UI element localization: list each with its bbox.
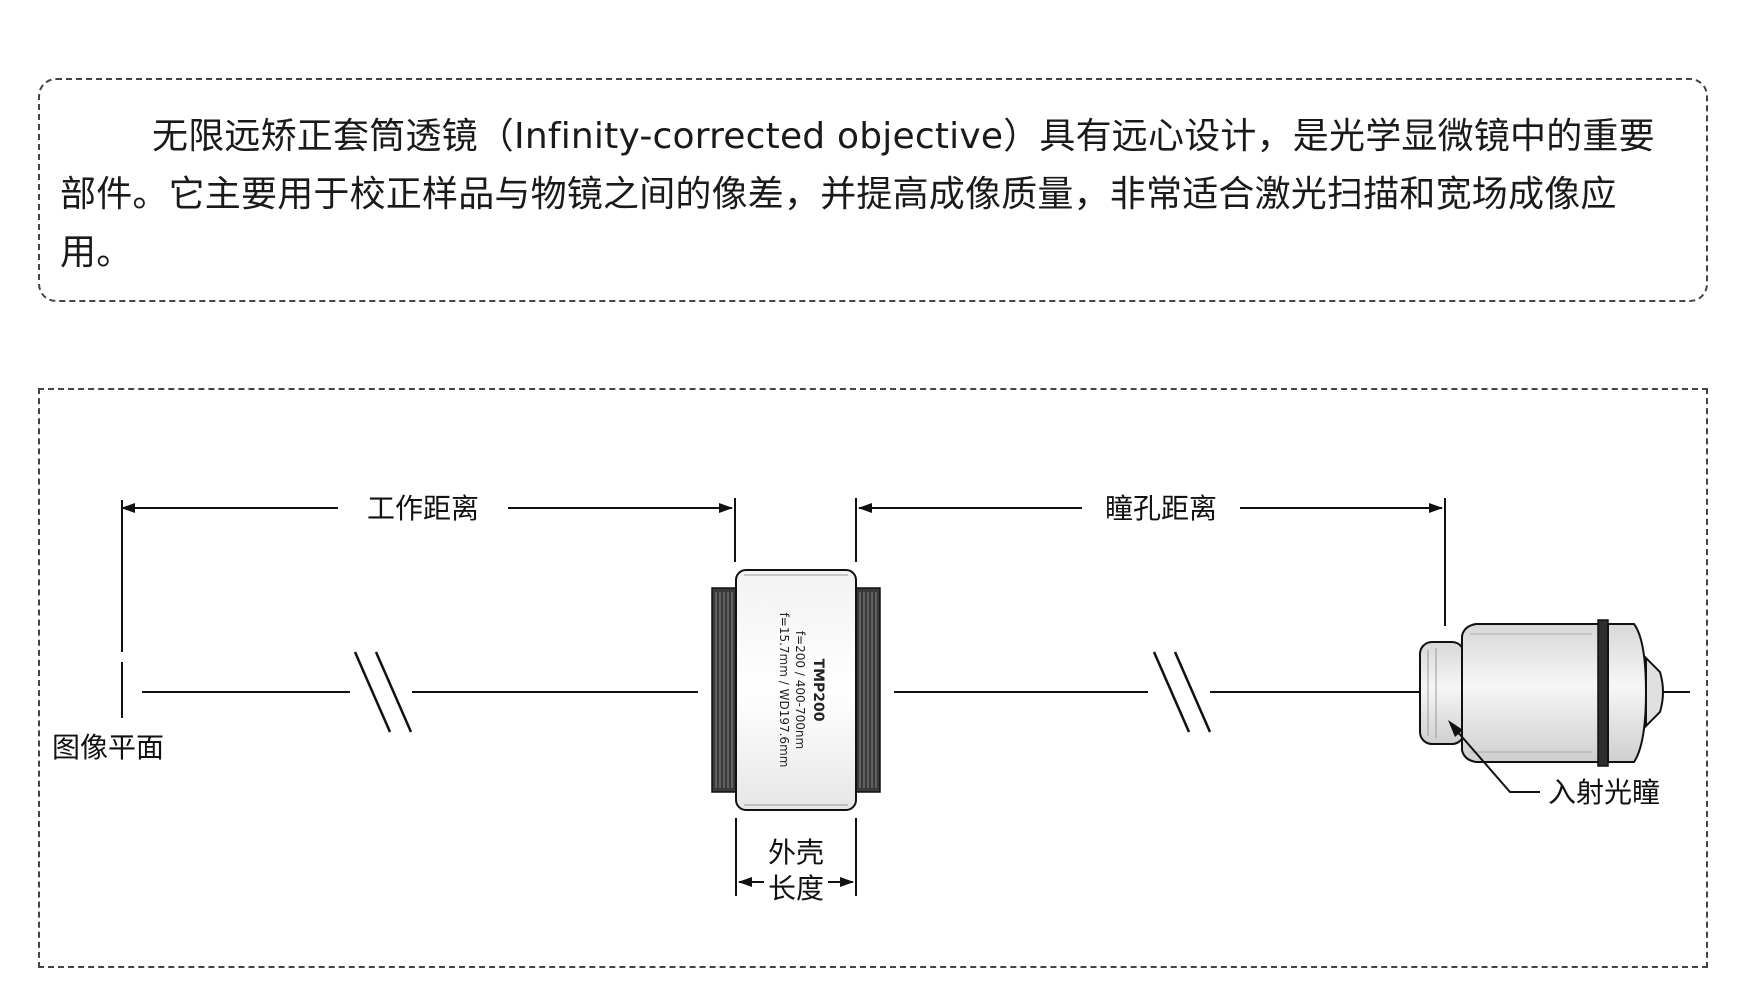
pupil-distance-label: 瞳孔距离 bbox=[1105, 492, 1217, 525]
entrance-pupil-arrowhead bbox=[1448, 720, 1463, 737]
entrance-pupil-label: 入射光瞳 bbox=[1548, 776, 1660, 809]
axis-break-mark-left bbox=[353, 651, 413, 733]
tube-lens-model-text: TMP200 bbox=[810, 659, 826, 722]
tube-lens: TMP200 f=200 / 400-700nm f=15.7mm / WD19… bbox=[711, 569, 881, 811]
working-distance-label: 工作距离 bbox=[367, 492, 479, 525]
objective-barrel bbox=[1461, 623, 1601, 763]
diagram-frame bbox=[38, 388, 1708, 968]
entrance-pupil-leader bbox=[1455, 729, 1540, 793]
objective-nose bbox=[1607, 623, 1648, 763]
pupil-distance-dimension bbox=[855, 498, 1446, 626]
housing-length-label-line1: 外壳 bbox=[768, 836, 824, 869]
objective-lens bbox=[1419, 619, 1664, 767]
housing-length-dimension bbox=[735, 818, 857, 896]
housing-length-label-line2: 长度 bbox=[768, 872, 824, 905]
image-plane-label: 图像平面 bbox=[52, 731, 164, 764]
intro-paragraph: 无限远矫正套筒透镜（Infinity-corrected objective）具… bbox=[60, 116, 1655, 273]
objective-band bbox=[1597, 619, 1609, 767]
tube-lens-housing bbox=[735, 569, 857, 811]
intro-text-box: 无限远矫正套筒透镜（Infinity-corrected objective）具… bbox=[38, 78, 1708, 302]
objective-front-lens bbox=[1645, 655, 1664, 729]
tube-lens-spec-line2: f=15.7mm / WD197.6mm bbox=[777, 613, 791, 768]
axis-break-mark-right bbox=[1152, 651, 1212, 733]
working-distance-dimension bbox=[121, 498, 736, 562]
tube-lens-spec-line1: f=200 / 400-700nm bbox=[793, 631, 807, 749]
